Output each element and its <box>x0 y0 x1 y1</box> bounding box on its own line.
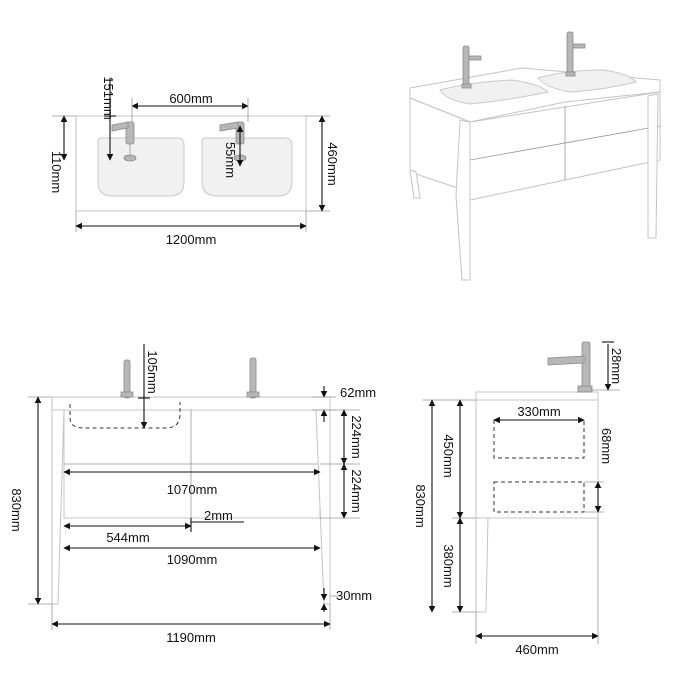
dim-faucet-to-basin-label: 105mm <box>145 350 160 393</box>
front-view-faucet-left <box>120 359 134 399</box>
perspective-view <box>409 31 661 281</box>
dim-drawer-depth-label: 330mm <box>517 404 560 419</box>
dim-faucet-spout-label: 55mm <box>223 142 238 178</box>
dim-faucet-height-label: 28mm <box>609 348 624 384</box>
dim-leg-height-label: 380mm <box>441 544 456 587</box>
dim-half-width-label: 544mm <box>106 530 149 545</box>
dim-leg-offset-label: 30mm <box>336 588 372 603</box>
side-view-countertop <box>475 391 599 401</box>
dim-width-label: 1200mm <box>166 232 217 247</box>
dim-drawer-lower-label: 224mm <box>349 469 364 512</box>
top-view: 151mm 600mm 55mm 110mm 460mm 1200mm <box>49 76 340 247</box>
dim-front-total-height-label: 830mm <box>9 488 24 531</box>
dim-drawer-upper-label: 224mm <box>349 415 364 458</box>
side-view-faucet <box>547 341 593 393</box>
side-view-leg <box>475 517 489 613</box>
side-view-drawer-lower <box>493 481 585 513</box>
dim-faucet-offset-label: 151mm <box>101 76 116 119</box>
dim-gap-label: 2mm <box>204 508 233 523</box>
dim-inner-width-label: 1070mm <box>167 482 218 497</box>
front-view: 105mm 62mm 224mm 224mm 1070mm 2mm 544mm … <box>9 344 376 645</box>
side-view: 28mm 330mm 68mm 450mm 380mm 830mm 460mm <box>413 341 624 657</box>
front-view-faucet-right <box>246 357 260 399</box>
perspective-faucet-right <box>565 31 586 77</box>
front-view-countertop <box>51 396 331 411</box>
perspective-leg-back-left <box>409 169 421 199</box>
perspective-leg-front-left <box>455 119 471 281</box>
perspective-faucet-left <box>461 45 482 89</box>
dim-side-total-height-label: 830mm <box>413 484 428 527</box>
dim-frame-width-label: 1090mm <box>167 552 218 567</box>
dim-left-edge-label: 110mm <box>49 151 64 193</box>
front-view-leg-left <box>51 409 65 605</box>
dim-drawer-height-label: 68mm <box>599 428 614 464</box>
top-view-left-basin <box>97 137 185 197</box>
dim-depth-label: 460mm <box>325 142 340 185</box>
dim-faucet-spacing-label: 600mm <box>169 91 212 106</box>
dim-side-depth-label: 460mm <box>515 642 558 657</box>
top-view-left-faucet <box>111 121 137 162</box>
dim-overall-width-label: 1190mm <box>166 630 216 645</box>
dim-upper-height-label: 450mm <box>441 434 456 477</box>
dim-top-thickness-label: 62mm <box>340 385 376 400</box>
top-view-right-basin <box>201 137 293 197</box>
perspective-leg-front-right <box>647 93 659 239</box>
